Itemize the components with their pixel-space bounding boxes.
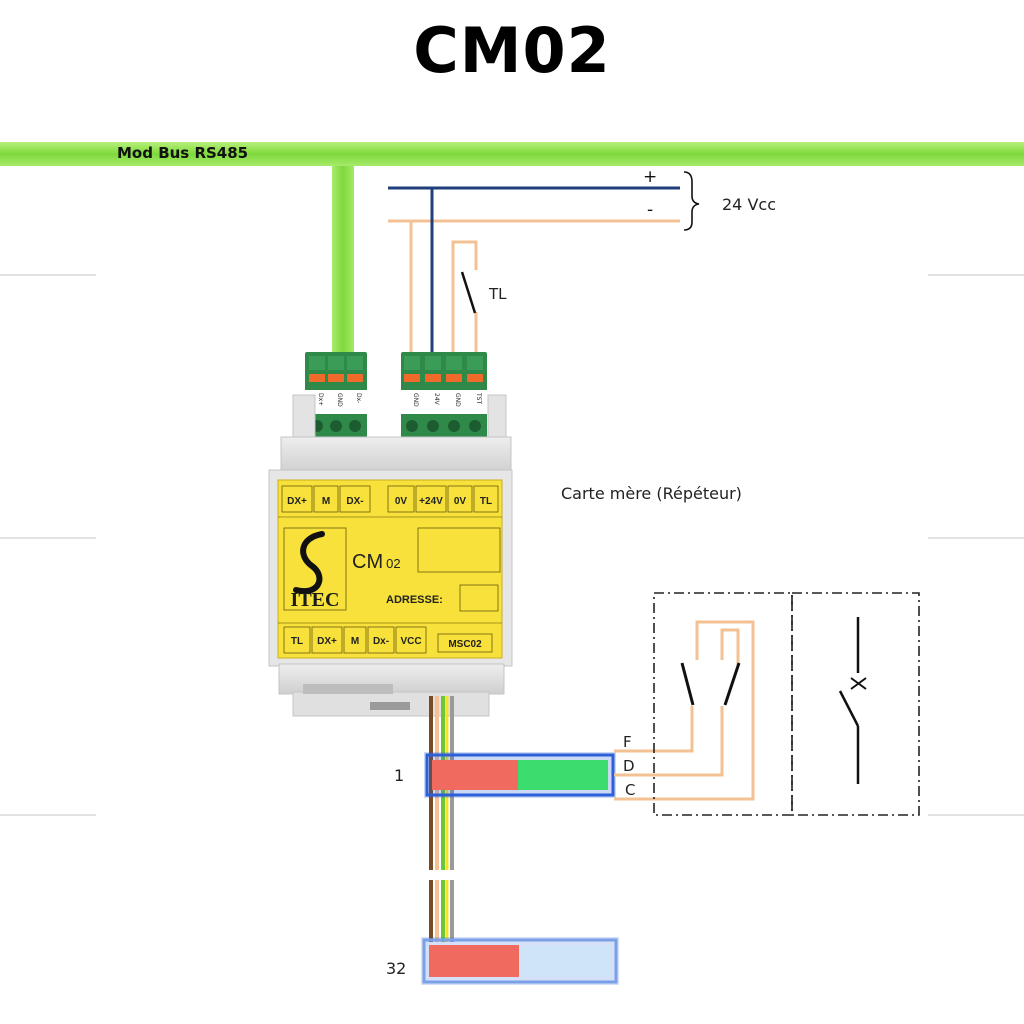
model-box-label: MSC02 — [448, 639, 482, 650]
unit-1 — [424, 752, 616, 798]
module-name-main: CM — [352, 551, 383, 573]
top-terminal-0: DX+ — [287, 496, 307, 507]
power-voltage-label: 24 Vcc — [722, 195, 776, 214]
unit-number-32: 32 — [386, 959, 406, 978]
tl-switch-blade — [460, 271, 477, 314]
modbus-label: Mod Bus RS485 — [117, 144, 248, 162]
bottom-terminal-4: VCC — [400, 636, 421, 647]
power-minus-sign: - — [647, 200, 653, 220]
wire-label-f: F — [623, 733, 632, 751]
wire-label-d: D — [623, 757, 635, 775]
power-brace — [683, 171, 700, 231]
switch-blade-left — [680, 662, 695, 706]
top-terminal-3: 0V — [395, 496, 408, 507]
modbus-drop-cable — [332, 166, 354, 356]
connector-left-2: Dx- — [355, 393, 362, 403]
adresse-label: ADRESSE: — [386, 594, 443, 606]
side-rules — [0, 274, 1024, 816]
connector-modbus — [305, 352, 367, 438]
itec-logo: ITEC — [283, 527, 347, 611]
module-name-suffix: 02 — [386, 556, 400, 571]
top-terminal-5: 0V — [454, 496, 467, 507]
module-top-terminals: DX+ M DX- 0V +24V 0V TL — [281, 485, 499, 513]
top-terminal-4: +24V — [419, 496, 443, 507]
bottom-terminal-0: TL — [291, 636, 303, 647]
power-plus-sign: + — [643, 167, 657, 187]
tl-switch-label: TL — [488, 285, 507, 303]
connector-right-2: GND — [454, 393, 461, 407]
connector-right-3: TST — [475, 392, 482, 404]
unit-32 — [421, 937, 619, 985]
top-terminal-2: DX- — [346, 496, 363, 507]
connector-left-0: Dx+ — [317, 393, 324, 406]
logo-text: ITEC — [291, 589, 340, 611]
switch-box-single — [791, 592, 920, 816]
bottom-terminal-1: DX+ — [317, 636, 337, 647]
connector-left-1: GND — [336, 393, 343, 407]
connector-power-labels: GND 24V GND TST — [412, 392, 482, 407]
connector-right-0: GND — [412, 393, 419, 407]
board-label: Carte mère (Répéteur) — [561, 484, 742, 503]
wire-tl-loop — [451, 240, 478, 360]
wire-label-c: C — [625, 781, 635, 799]
connector-modbus-labels: Dx+ GND Dx- — [317, 393, 362, 407]
top-terminal-1: M — [322, 496, 330, 507]
adresse-box — [459, 584, 499, 612]
switch-blade-right — [723, 662, 741, 706]
module-bottom-terminals: TL DX+ M Dx- VCC MSC02 — [283, 626, 493, 654]
module-blank-box — [417, 527, 501, 573]
diagram-title: CM02 — [413, 14, 611, 87]
switch-box-double — [653, 592, 793, 816]
unit-wires — [614, 620, 755, 801]
connector-power — [401, 352, 487, 438]
bottom-terminal-2: M — [351, 636, 359, 647]
multicore-cable — [424, 696, 460, 942]
top-terminal-6: TL — [480, 496, 492, 507]
connector-right-1: 24V — [433, 393, 440, 406]
modbus-bus-line — [0, 142, 1024, 166]
unit-number-1: 1 — [394, 766, 404, 785]
bottom-terminal-3: Dx- — [373, 636, 389, 647]
